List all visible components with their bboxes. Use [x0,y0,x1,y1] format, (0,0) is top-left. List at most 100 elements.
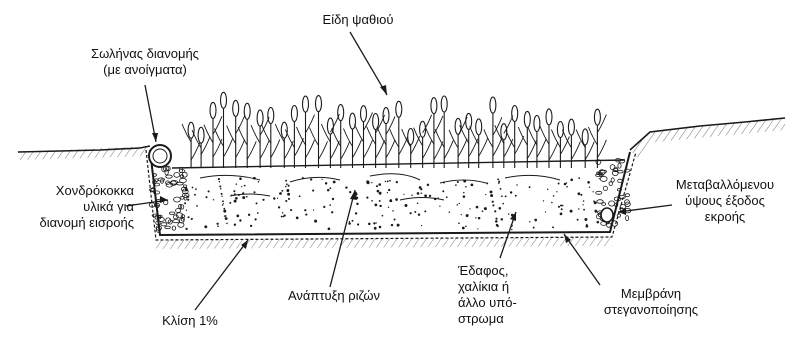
substrate-dot [583,200,585,202]
substrate-dot [378,183,381,186]
substrate-dot [390,200,392,202]
substrate-dot [279,193,281,195]
reed-plant [204,102,222,168]
reed-plant [390,101,408,168]
substrate-dot [314,220,317,223]
substrate-dot [283,214,285,216]
root-line [290,177,340,182]
substrate-dot [184,202,186,204]
substrate-dot [345,186,347,188]
substrate-dot [248,214,250,216]
substrate-dot [357,223,359,225]
substrate-dot [213,199,214,200]
substrate-dot [222,204,224,206]
substrate-dot [516,184,517,185]
substrate-dot [457,204,459,206]
substrate-dot [332,198,334,200]
substrate-dot [427,184,429,186]
substrate-dot [463,192,465,194]
substrate-dot [356,203,358,205]
substrate-dot [234,224,236,226]
substrate-dot [379,226,382,229]
substrate-dot [424,210,426,212]
substrate-dot [482,210,484,212]
ground-left-hatch [18,146,150,160]
substrate-dot [258,181,260,183]
reed-plant [262,108,280,169]
substrate-dot [578,192,581,195]
label-root-development: Ανάπτυξη ριζών [264,288,404,304]
substrate-dot [543,200,544,201]
substrate-dot [333,181,336,184]
reed-plant [414,115,432,168]
substrate-dot [257,212,259,214]
substrate-dot [368,223,371,226]
substrate-dot [286,189,289,192]
substrate-dot [484,207,487,210]
label-membrane: Μεμβράνη στεγανοποίησης [576,286,726,318]
substrate-dot [220,188,221,189]
substrate-dot [405,204,408,207]
substrate-dot [411,194,412,195]
substrate-dot [348,222,351,225]
substrate-dot [225,217,228,220]
bed-hatch [156,237,612,249]
substrate-dot [578,208,579,209]
substrate-dot [349,221,350,222]
substrate-dot [256,202,258,204]
root-line [200,175,260,180]
substrate-dot [418,213,420,215]
substrate-dot [564,183,566,185]
substrate-dot [285,180,287,182]
reed-plant [367,114,385,169]
substrate-dot [465,226,467,228]
substrate-dot [204,225,207,228]
substrate-dot [242,196,245,199]
substrate-dot [500,188,502,190]
substrate-dot [529,221,530,222]
substrate-dot [599,178,600,179]
gravel-stone [166,175,173,178]
substrate-dot [223,203,224,204]
substrate-dot [195,188,197,190]
substrate-dot [553,195,555,197]
substrate-dot [465,186,467,188]
reed-plant [227,100,245,168]
substrate-dot [424,194,427,197]
substrate-dot [253,191,255,193]
substrate-dot [583,204,584,205]
gravel-stone [174,197,181,202]
substrate-dot [304,209,306,211]
substrate-dot [552,226,554,228]
substrate-dot [492,204,494,206]
gravel-stone [609,182,612,186]
gravel-stone [603,186,607,190]
substrate-dot [561,208,563,210]
reed-plant [470,119,488,168]
gravel-stone [596,191,602,194]
substrate-dot [458,222,460,224]
substrate-dot [476,206,479,209]
substrate-dot [327,189,330,192]
substrate-dot [533,227,535,229]
substrate-dot [329,204,331,206]
substrate-dot [486,182,488,184]
substrate-dot [511,229,512,230]
substrate-dot [558,183,560,185]
label-distribution-pipe: Σωλήνας διανομής (με ανοίγματα) [60,46,230,78]
root-line [230,194,270,196]
substrate-dot [439,205,440,206]
substrate-dot [505,195,507,197]
substrate-dot [216,223,218,225]
substrate-dot [218,178,220,180]
substrate-dot [291,209,292,210]
substrate-dot [250,225,252,227]
substrate-dot [281,190,283,192]
gravel-stone [173,215,178,219]
substrate-dot [286,183,288,185]
substrate-dot [510,191,512,193]
substrate-dot [234,200,237,203]
gravel-stone [618,179,622,182]
substrate-dot [395,198,398,201]
